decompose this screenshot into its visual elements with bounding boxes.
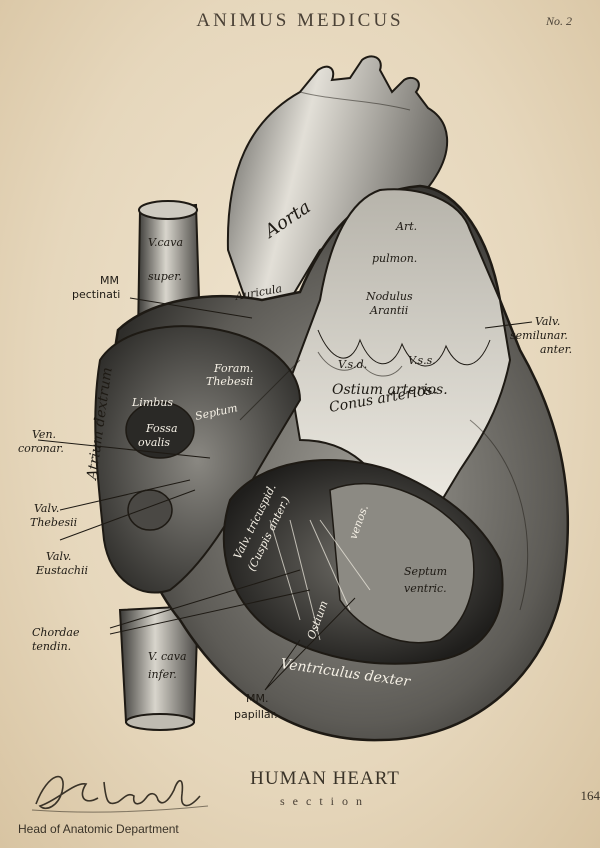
label-valv-thebesii-2: Thebesii bbox=[30, 516, 77, 529]
label-vsd: V.s.d. bbox=[338, 358, 367, 371]
page-number: 164 bbox=[580, 788, 600, 803]
label-vss: V.s.s. bbox=[408, 354, 436, 367]
label-septum-ventric-2: ventric. bbox=[404, 582, 447, 595]
department-caption: Head of Anatomic Department bbox=[18, 822, 179, 836]
label-ostium-arterios: Ostium arterios. bbox=[332, 382, 448, 398]
label-mm-pectinati-2: pectinati bbox=[72, 288, 120, 301]
plate-header-title: ANIMUS MEDICUS bbox=[196, 10, 404, 31]
label-foram-1: Foram. bbox=[213, 362, 253, 375]
label-valv-eustachii-2: Eustachii bbox=[35, 564, 88, 577]
label-ven-coronar-1: Ven. bbox=[32, 428, 56, 441]
label-fossa-1: Fossa bbox=[145, 422, 178, 435]
plate-number: No. 2 bbox=[545, 14, 572, 28]
label-chordae-1: Chordae bbox=[32, 626, 80, 639]
label-vcava-infer-1: V. cava bbox=[148, 650, 187, 663]
label-foram-2: Thebesii bbox=[206, 375, 253, 388]
label-mm-papillar-2: papillar. bbox=[234, 708, 278, 721]
footer-title: HUMAN HEART bbox=[250, 768, 400, 789]
label-septum-ventric-1: Septum bbox=[404, 565, 447, 578]
label-ven-coronar-2: coronar. bbox=[18, 442, 64, 455]
label-valv-semilunar-3: anter. bbox=[540, 343, 572, 356]
label-valv-semilunar-1: Valv. bbox=[535, 315, 560, 328]
label-chordae-2: tendin. bbox=[32, 640, 71, 653]
label-vcava-super-2: super. bbox=[148, 270, 182, 283]
footer-subtitle: section bbox=[280, 794, 370, 808]
label-valv-thebesii-1: Valv. bbox=[34, 502, 59, 515]
label-vcava-infer-2: infer. bbox=[148, 668, 177, 681]
label-mm-papillar-1: MM. bbox=[246, 692, 268, 705]
label-nodulus-2: Arantii bbox=[369, 304, 408, 317]
signature-mark bbox=[31, 775, 209, 813]
label-vcava-super-1: V.cava bbox=[148, 236, 183, 249]
label-valv-eustachii-1: Valv. bbox=[46, 550, 71, 563]
label-mm-pectinati-1: MM bbox=[100, 274, 119, 287]
label-fossa-2: ovalis bbox=[138, 436, 170, 449]
label-valv-semilunar-2: semilunar. bbox=[510, 329, 568, 342]
label-art-pulmon-1: Art. bbox=[395, 220, 417, 233]
label-limbus: Limbus bbox=[131, 396, 173, 409]
label-nodulus-1: Nodulus bbox=[365, 290, 413, 303]
label-art-pulmon-2: pulmon. bbox=[372, 252, 417, 265]
